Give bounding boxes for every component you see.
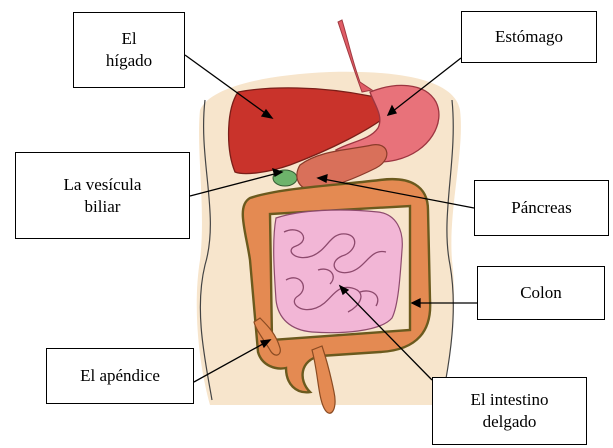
- label-gallbladder-line1: La vesícula: [64, 174, 142, 196]
- label-pancreas: Páncreas: [474, 180, 609, 236]
- label-pancreas-text: Páncreas: [511, 197, 571, 219]
- label-small-intestine: El intestino delgado: [432, 377, 587, 445]
- label-gallbladder: La vesícula biliar: [15, 152, 190, 239]
- label-stomach-text: Estómago: [495, 26, 563, 48]
- label-small-intestine-line2: delgado: [483, 411, 537, 433]
- label-gallbladder-line2: biliar: [85, 196, 121, 218]
- label-liver: El hígado: [73, 12, 185, 88]
- label-appendix: El apéndice: [46, 348, 194, 404]
- label-liver-line2: hígado: [106, 50, 152, 72]
- label-appendix-text: El apéndice: [80, 365, 160, 387]
- label-small-intestine-line1: El intestino: [471, 389, 549, 411]
- label-stomach: Estómago: [461, 11, 597, 63]
- label-liver-line1: El: [121, 28, 136, 50]
- label-colon-text: Colon: [520, 282, 562, 304]
- label-colon: Colon: [477, 266, 605, 320]
